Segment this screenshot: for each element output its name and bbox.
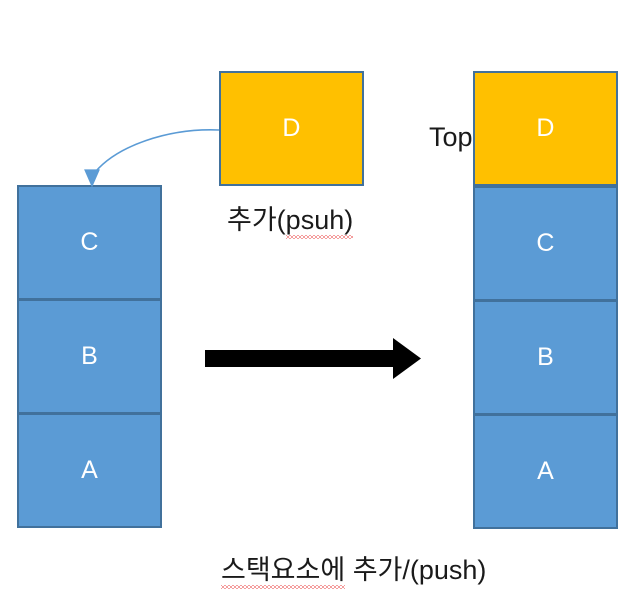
stack-cell-label: D	[536, 114, 555, 142]
stack-cell-a-left: A	[17, 413, 162, 528]
stack-cell-label: A	[537, 457, 554, 485]
stack-cell-label: C	[536, 229, 555, 257]
push-caption: 추가(psuh)	[227, 203, 354, 239]
diagram-caption-misspelled: 스택요소에	[221, 555, 346, 589]
stack-before-push: C B A	[17, 185, 162, 528]
element-to-push-label: D	[282, 114, 301, 142]
element-to-push-box: D	[219, 71, 364, 186]
push-caption-misspelled: psuh)	[285, 205, 354, 239]
stack-cell-d-right: D	[473, 71, 618, 186]
stack-cell-c-right: C	[473, 186, 618, 301]
top-pointer-label: Top	[429, 122, 473, 152]
stack-cell-a-right: A	[473, 414, 618, 529]
stack-after-push: D C B A	[473, 71, 618, 529]
diagram-caption: 스택요소에 추가/(push)	[221, 553, 487, 589]
stack-cell-c-left: C	[17, 185, 162, 300]
stack-cell-label: B	[537, 343, 554, 371]
diagram-caption-rest: 추가/(push)	[345, 555, 487, 585]
stack-cell-b-right: B	[473, 300, 618, 415]
stack-cell-b-left: B	[17, 299, 162, 414]
transition-arrow	[205, 338, 421, 379]
push-caption-text: 추가(	[227, 205, 286, 235]
stack-cell-label: A	[81, 456, 98, 484]
curved-push-arrow	[84, 129, 220, 188]
stack-cell-label: B	[81, 342, 98, 370]
stack-cell-label: C	[80, 228, 99, 256]
